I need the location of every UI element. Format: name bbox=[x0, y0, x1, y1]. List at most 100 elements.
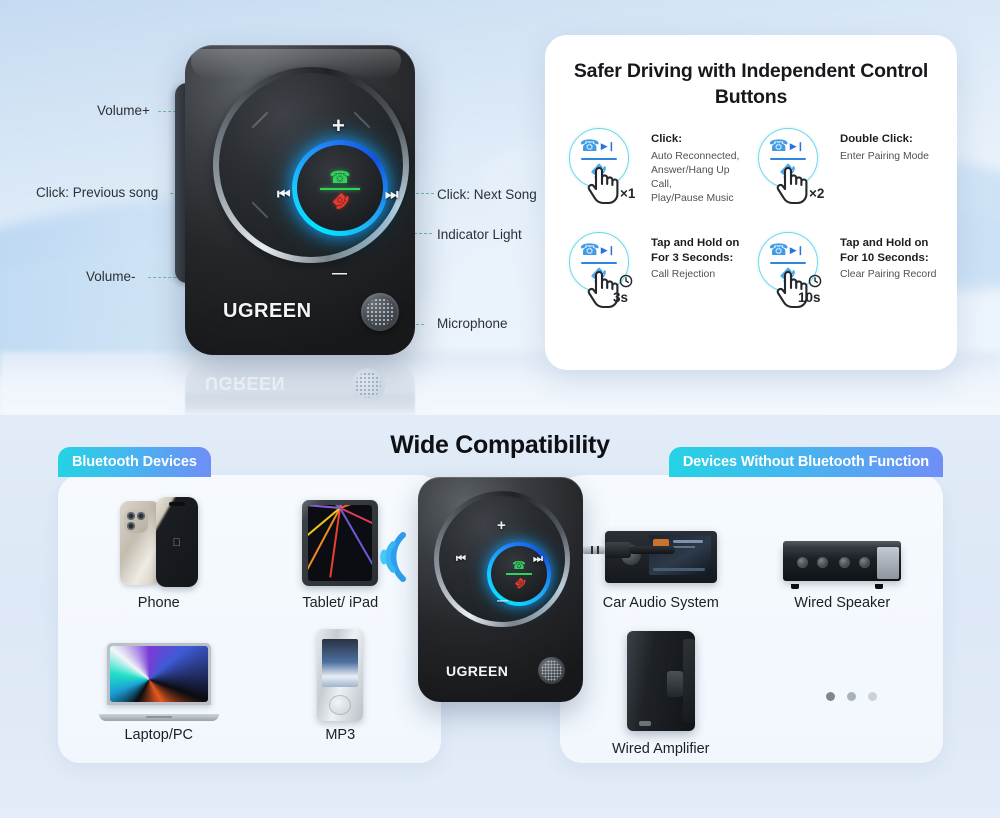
tablet-art bbox=[298, 493, 382, 589]
mini-multifunction-button[interactable]: ☎ ☎ bbox=[491, 546, 547, 602]
speaker-art bbox=[621, 625, 701, 735]
next-track-button[interactable]: ⏭ bbox=[385, 186, 399, 203]
device-label: MP3 bbox=[325, 727, 356, 743]
callout-volume-up: Volume+ bbox=[97, 103, 150, 118]
speaker-side-highlight bbox=[682, 639, 695, 723]
feature-item-icon: ☎ ▶❙ ☎ 3s bbox=[565, 232, 643, 322]
amplifier-top bbox=[783, 541, 902, 548]
compatibility-title: Wide Compatibility bbox=[390, 431, 610, 459]
carousel-dot[interactable] bbox=[847, 692, 856, 701]
product-device-main: ☎ ☎ + — ⏮ ⏭ UGREEN bbox=[175, 45, 425, 370]
play-pause-icon: ▶❙ bbox=[789, 245, 805, 256]
phone-camera-module bbox=[123, 509, 148, 533]
amplifier-foot bbox=[875, 584, 884, 589]
device-item-wired-speaker: Wired Speaker bbox=[752, 493, 934, 611]
amplifier-foot bbox=[791, 584, 800, 589]
feature-item-description: Call Rejection bbox=[651, 269, 716, 281]
callout-next-song: Click: Next Song bbox=[437, 187, 537, 202]
amplifier-art bbox=[783, 493, 902, 589]
mp3-control-pad bbox=[329, 695, 352, 715]
tab-bluetooth-devices[interactable]: Bluetooth Devices bbox=[58, 447, 211, 477]
callout-volume-down: Volume- bbox=[86, 269, 136, 284]
tab-devices-without-bluetooth[interactable]: Devices Without Bluetooth Function bbox=[668, 447, 943, 477]
feature-item-icon: ☎ ▶❙ ☎ ×2 bbox=[754, 128, 832, 218]
volume-up-button[interactable]: + bbox=[332, 113, 345, 138]
previous-track-button[interactable]: ⏮ bbox=[277, 186, 291, 203]
carousel-dot[interactable] bbox=[868, 692, 877, 701]
play-pause-icon: ▶❙ bbox=[600, 141, 616, 152]
device-label: Wired Amplifier bbox=[612, 741, 710, 757]
phone-notch bbox=[168, 502, 185, 506]
multifunction-button[interactable]: ☎ ☎ bbox=[297, 145, 383, 231]
icon-divider bbox=[770, 261, 806, 264]
mini-brand-logo: UGREEN bbox=[446, 663, 509, 679]
feature-item-description: Clear Pairing Record bbox=[840, 269, 937, 281]
feature-item: ☎ ▶❙ ☎ ×1 Click: Auto Reconn bbox=[565, 128, 748, 218]
feature-card-title: Safer Driving with Independent Control B… bbox=[573, 60, 929, 108]
amplifier-dial bbox=[797, 557, 809, 568]
feature-item: ☎ ▶❙ ☎ ×2 Double Click: Ente bbox=[754, 128, 937, 218]
phone-answer-icon: ☎ bbox=[768, 241, 789, 259]
wired-device-grid: Car Audio System bbox=[560, 493, 943, 757]
bluetooth-devices-panel: Bluetooth Devices bbox=[58, 447, 441, 763]
device-item-mp3: MP3 bbox=[250, 625, 432, 743]
phone-front:  bbox=[155, 497, 198, 587]
phone-hangup-icon: ☎ bbox=[327, 187, 353, 213]
carousel-dot[interactable] bbox=[826, 692, 835, 701]
device-label: Phone bbox=[137, 595, 180, 611]
feature-item-description: Enter Pairing Mode bbox=[840, 150, 929, 162]
feature-item-heading: Double Click: bbox=[840, 133, 913, 146]
feature-item-text: Click: Auto Reconnected, Answer/Hang Up … bbox=[651, 128, 748, 206]
icon-divider bbox=[581, 157, 617, 160]
aux-plug-ring bbox=[591, 546, 593, 554]
amplifier-dial bbox=[859, 557, 871, 568]
feature-card: Safer Driving with Independent Control B… bbox=[545, 35, 957, 370]
device-item-laptop: Laptop/PC bbox=[68, 625, 250, 743]
mini-microphone-mesh bbox=[541, 660, 562, 681]
leader-line-next bbox=[396, 193, 434, 194]
mini-device-body: ☎ ☎ + — ⏮ ⏭ UGREEN bbox=[418, 477, 583, 702]
aux-cord bbox=[629, 546, 675, 554]
device-label: Laptop/PC bbox=[124, 727, 194, 743]
mp3-player-art bbox=[317, 625, 364, 721]
aux-plug-tip bbox=[583, 546, 605, 554]
aux-plug-ring bbox=[597, 546, 599, 554]
carousel-dots[interactable] bbox=[826, 692, 877, 701]
clock-icon bbox=[619, 275, 633, 288]
feature-item-badge: 3s bbox=[613, 290, 629, 306]
device-item-wired-amplifier: Wired Amplifier bbox=[570, 625, 752, 757]
microphone-grille bbox=[361, 293, 399, 331]
hand-tap-icon bbox=[776, 271, 808, 309]
product-device-compat: ☎ ☎ + — ⏮ ⏭ UGREEN bbox=[418, 477, 583, 702]
hand-tap-icon bbox=[587, 271, 619, 309]
aux-cable bbox=[583, 540, 675, 562]
callout-previous-song: Click: Previous song bbox=[36, 185, 159, 200]
volume-up-button[interactable]: + bbox=[497, 517, 506, 534]
laptop-art bbox=[98, 625, 219, 721]
amplifier-dial bbox=[839, 557, 851, 568]
feature-item-text: Tap and Hold on For 3 Seconds: Call Reje… bbox=[651, 232, 739, 282]
wired-devices-panel: Devices Without Bluetooth Function bbox=[560, 447, 943, 763]
speaker-body bbox=[626, 631, 695, 731]
feature-item-heading: Click: bbox=[651, 133, 683, 146]
icon-divider bbox=[770, 157, 806, 160]
feature-item-heading: Tap and Hold on For 10 Seconds: bbox=[840, 237, 929, 264]
feature-item-description: Auto Reconnected, Answer/Hang Up Call, P… bbox=[651, 150, 740, 204]
phone-answer-icon: ☎ bbox=[512, 560, 526, 573]
device-outer-ring: ☎ ☎ + — ⏮ ⏭ bbox=[213, 67, 409, 282]
feature-item-badge: ×2 bbox=[809, 186, 825, 202]
next-track-button[interactable]: ⏭ bbox=[533, 553, 543, 565]
feature-item: ☎ ▶❙ ☎ 10s bbox=[754, 232, 937, 322]
feature-item-grid: ☎ ▶❙ ☎ ×1 Click: Auto Reconn bbox=[565, 128, 937, 322]
hero-section: Volume+ Click: Previous song Volume- Cli… bbox=[0, 0, 1000, 415]
laptop-trackpad-notch bbox=[145, 716, 172, 718]
volume-down-button[interactable]: — bbox=[332, 265, 347, 282]
volume-down-button[interactable]: — bbox=[497, 595, 508, 607]
laptop-wallpaper bbox=[109, 646, 208, 702]
previous-track-button[interactable]: ⏮ bbox=[456, 553, 466, 565]
reflection-fade bbox=[170, 395, 430, 415]
phone-answer-icon: ☎ bbox=[768, 137, 789, 155]
phone-answer-icon: ☎ bbox=[579, 137, 600, 155]
device-body: ☎ ☎ + — ⏮ ⏭ UGREEN bbox=[185, 45, 415, 355]
